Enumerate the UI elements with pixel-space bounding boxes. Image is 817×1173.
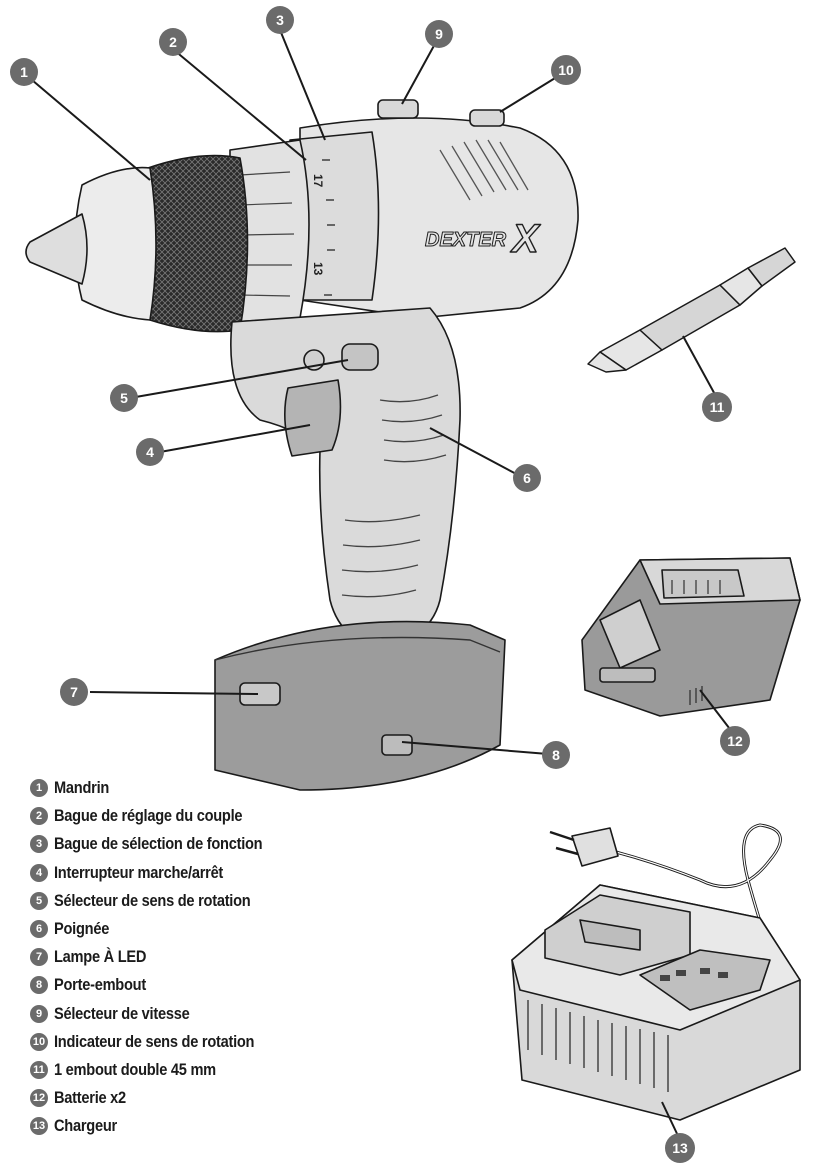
callout-11: 11 [702, 392, 732, 422]
callout-10: 10 [551, 55, 581, 85]
legend-number-badge: 8 [30, 976, 48, 995]
callout-7: 7 [60, 678, 88, 706]
svg-text:9: 9 [435, 26, 443, 42]
brand-logo: DEXTER [425, 229, 507, 251]
legend-label: Sélecteur de sens de rotation [54, 890, 251, 910]
vent-slots [439, 139, 529, 201]
legend-item: 2 Bague de réglage du couple [30, 802, 296, 830]
svg-text:6: 6 [523, 470, 531, 486]
legend-item: 4 Interrupteur marche/arrêt [30, 859, 296, 887]
direction-selector [341, 343, 379, 371]
legend-label: Indicateur de sens de rotation [54, 1031, 255, 1051]
legend-number-badge: 6 [30, 920, 48, 939]
svg-text:10: 10 [558, 62, 574, 78]
callout-3: 3 [266, 6, 294, 34]
ring-ticks [322, 159, 335, 296]
svg-text:5: 5 [120, 390, 128, 406]
legend-number-badge: 12 [30, 1089, 48, 1108]
legend-label: Bague de sélection de fonction [54, 834, 263, 854]
torque-ring [229, 139, 310, 323]
battery-pack-illustration [581, 557, 801, 717]
legend-label: 1 embout double 45 mm [54, 1059, 216, 1079]
callout-2: 2 [159, 28, 187, 56]
legend-label: Chargeur [54, 1116, 117, 1136]
svg-text:12: 12 [727, 733, 743, 749]
svg-text:3: 3 [276, 12, 284, 28]
trigger [284, 379, 342, 457]
legend-number-badge: 11 [30, 1060, 48, 1079]
legend-item: 12 Batterie x2 [30, 1084, 296, 1112]
callout-1: 1 [10, 58, 38, 86]
legend-label: Poignée [54, 919, 110, 939]
callout-5: 5 [110, 384, 138, 412]
callout-13: 13 [665, 1133, 695, 1163]
ring-ribs [239, 171, 295, 297]
legend-label: Porte-embout [54, 975, 146, 995]
legend-number-badge: 9 [30, 1004, 48, 1023]
callout-badges: 1 2 3 9 10 5 4 6 7 8 11 12 13 [10, 6, 750, 1163]
svg-text:7: 7 [70, 684, 78, 700]
drill-battery-base [214, 620, 506, 791]
bit-holder [381, 734, 413, 756]
legend-item: 10 Indicateur de sens de rotation [30, 1028, 296, 1056]
double-bit-illustration [587, 247, 796, 373]
svg-text:11: 11 [710, 399, 725, 415]
callout-9: 9 [425, 20, 453, 48]
legend-number-badge: 2 [30, 807, 48, 826]
legend-number-badge: 10 [30, 1032, 48, 1051]
torque-scale-13: 13 [311, 262, 325, 276]
legend-label: Lampe À LED [54, 947, 147, 967]
legend-item: 3 Bague de sélection de fonction [30, 830, 296, 858]
torque-scale-17: 17 [311, 174, 325, 188]
speed-selector [377, 99, 419, 119]
legend-number-badge: 7 [30, 948, 48, 967]
legend-item: 8 Porte-embout [30, 971, 296, 999]
legend-number-badge: 4 [30, 863, 48, 882]
svg-text:1: 1 [20, 64, 28, 80]
brand-mark: X [510, 217, 541, 261]
legend-label: Sélecteur de vitesse [54, 1003, 190, 1023]
legend-number-badge: 1 [30, 779, 48, 798]
svg-text:4: 4 [146, 444, 154, 460]
charger-illustration [511, 823, 801, 1121]
legend-label: Bague de réglage du couple [54, 806, 243, 826]
grip-ribs [341, 394, 447, 598]
callout-12: 12 [720, 726, 750, 756]
callout-6: 6 [513, 464, 541, 492]
power-plug [571, 827, 619, 867]
legend-number-badge: 3 [30, 835, 48, 854]
legend-item: 1 Mandrin [30, 774, 296, 802]
legend-item: 13 Chargeur [30, 1112, 296, 1140]
legend-number-badge: 13 [30, 1117, 48, 1136]
svg-text:13: 13 [672, 1140, 688, 1156]
drill-illustration: DEXTER X 17 13 [25, 99, 579, 791]
legend-item: 9 Sélecteur de vitesse [30, 1000, 296, 1028]
svg-text:8: 8 [552, 747, 560, 763]
legend-item: 5 Sélecteur de sens de rotation [30, 887, 296, 915]
leader-lines [31, 29, 737, 1141]
rotation-indicator [469, 109, 505, 127]
chuck-tip [25, 213, 88, 285]
legend-label: Batterie x2 [54, 1088, 126, 1108]
legend-label: Interrupteur marche/arrêt [54, 862, 224, 882]
legend-label: Mandrin [54, 778, 110, 798]
function-ring [289, 131, 380, 301]
legend-number-badge: 5 [30, 891, 48, 910]
chuck-sleeve [142, 154, 249, 333]
svg-text:2: 2 [169, 34, 177, 50]
callout-8: 8 [542, 741, 570, 769]
legend-item: 6 Poignée [30, 915, 296, 943]
legend-item: 11 1 embout double 45 mm [30, 1056, 296, 1084]
legend-item: 7 Lampe À LED [30, 943, 296, 971]
callout-4: 4 [136, 438, 164, 466]
charger-ribs [527, 1000, 669, 1092]
